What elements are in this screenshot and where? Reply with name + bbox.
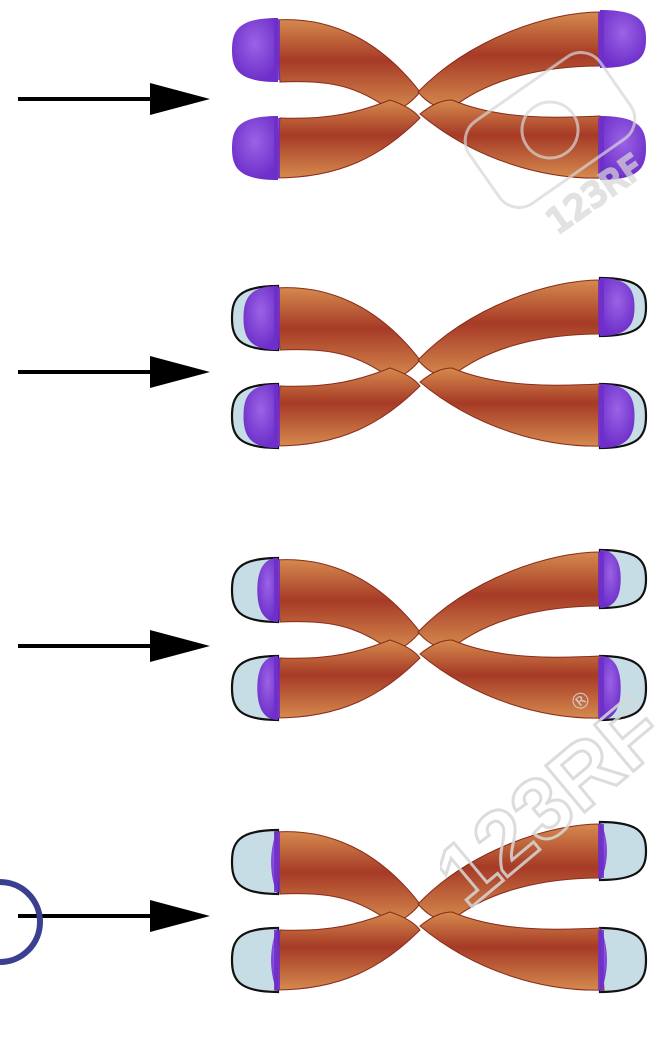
stage-3-svg [0, 540, 672, 780]
telomere-cap-bl-stage-1 [232, 116, 278, 180]
telomere-base-bl-stage-3 [274, 658, 280, 718]
chromatid-arm-tr-stage-2 [418, 280, 600, 376]
chromosome-stage-1 [232, 10, 646, 180]
telomere-cap-tl-stage-1 [232, 18, 278, 82]
chromatid-arm-tl-stage-1 [275, 20, 420, 111]
chromatid-arm-tr-stage-4 [418, 824, 600, 920]
telomere-base-tr-stage-2 [598, 280, 604, 334]
stage-1-panel [0, 0, 672, 240]
chromatid-arm-bl-stage-4 [275, 912, 420, 990]
arrow-stage-4 [18, 900, 210, 932]
telomere-base-tr-stage-3 [598, 552, 604, 606]
stage-3-panel [0, 540, 672, 780]
stage-4-panel [0, 812, 672, 1052]
chromosome-stage-4 [232, 822, 646, 992]
telomere-cap-tr-stage-1 [600, 10, 646, 68]
edge-circle-fragment [0, 882, 40, 962]
stage-4-svg [0, 812, 672, 1009]
telomere-base-br-stage-4 [598, 930, 604, 990]
telomere-cap-br-stage-1 [600, 116, 646, 180]
telomere-base-tl-stage-2 [274, 288, 280, 348]
stage-2-panel [0, 268, 672, 508]
chromatid-arm-tl-stage-2 [275, 288, 420, 379]
telomere-base-tr-stage-1 [598, 12, 604, 66]
chromatid-arm-bl-stage-1 [275, 100, 420, 178]
telomere-base-bl-stage-2 [274, 386, 280, 446]
chromosome-stage-3 [232, 550, 646, 720]
arrow-stage-2 [18, 356, 210, 388]
chromatid-arm-br-stage-4 [420, 912, 604, 990]
chromatid-arm-br-stage-1 [420, 100, 604, 178]
chromosome-telomere-diagram: 123RF 123RF ® [0, 0, 672, 1009]
arrow-stage-3 [18, 630, 210, 662]
stage-1-svg [0, 0, 672, 240]
chromatid-arm-br-stage-3 [420, 640, 604, 718]
chromatid-arm-tl-stage-3 [275, 560, 420, 651]
telomere-base-tl-stage-3 [274, 560, 280, 620]
telomere-base-bl-stage-4 [274, 930, 280, 990]
chromatid-arm-bl-stage-3 [275, 640, 420, 718]
telomere-base-tl-stage-4 [274, 832, 280, 892]
stage-2-svg [0, 268, 672, 508]
telomere-base-br-stage-3 [598, 658, 604, 718]
chromatid-arm-tr-stage-3 [418, 552, 600, 648]
telomere-base-tl-stage-1 [274, 20, 280, 80]
telomere-base-br-stage-1 [598, 118, 604, 178]
chromosome-stage-2 [232, 278, 646, 448]
chromatid-arm-tl-stage-4 [275, 832, 420, 923]
telomere-base-bl-stage-1 [274, 118, 280, 178]
arrow-stage-1 [18, 83, 210, 115]
chromatid-arm-br-stage-2 [420, 368, 604, 446]
chromatid-arm-bl-stage-2 [275, 368, 420, 446]
telomere-base-br-stage-2 [598, 386, 604, 446]
chromatid-arm-tr-stage-1 [418, 12, 600, 108]
telomere-base-tr-stage-4 [598, 824, 604, 878]
